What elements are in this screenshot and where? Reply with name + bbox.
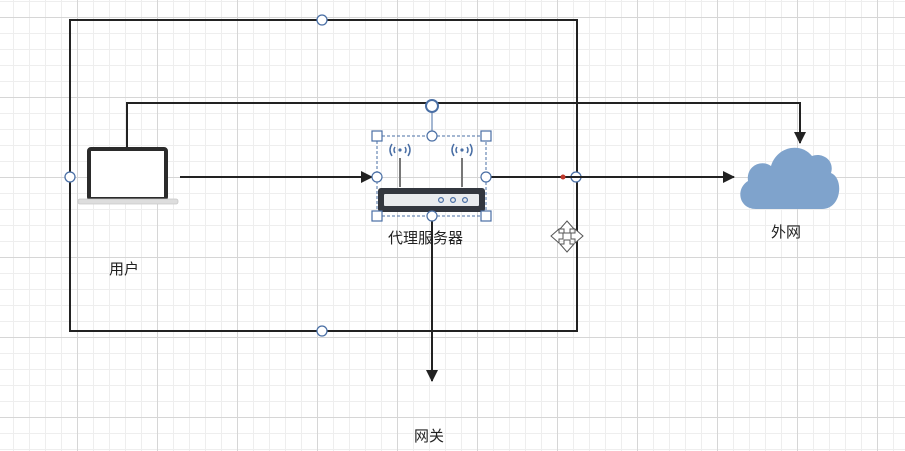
router-handle-top[interactable] [426, 130, 438, 142]
node-label-user: 用户 [109, 261, 140, 278]
handle-left[interactable] [64, 171, 76, 183]
node-label-proxy: 代理服务器 [388, 230, 464, 247]
handle-bottom[interactable] [316, 325, 328, 337]
resize-handle-se[interactable] [480, 210, 492, 222]
handle-top[interactable] [316, 14, 328, 26]
laptop-icon[interactable] [77, 147, 179, 205]
resize-handle-sw[interactable] [371, 210, 383, 222]
cloud-icon[interactable] [740, 147, 840, 209]
node-label-gateway: 网关 [414, 428, 445, 445]
resize-handle-nw[interactable] [371, 130, 383, 142]
resize-handle-ne[interactable] [480, 130, 492, 142]
move-cursor-icon [550, 220, 584, 253]
rotate-handle[interactable] [425, 99, 439, 113]
edge-anchor-dot[interactable] [560, 174, 566, 180]
router-handle-left[interactable] [371, 171, 383, 183]
router-handle-right[interactable] [480, 171, 492, 183]
router-handle-bottom[interactable] [426, 210, 438, 222]
router-selection[interactable] [371, 99, 492, 222]
router-icon[interactable] [378, 143, 485, 212]
node-label-internet: 外网 [771, 224, 802, 241]
edge-user-to-internet[interactable] [126, 102, 806, 148]
